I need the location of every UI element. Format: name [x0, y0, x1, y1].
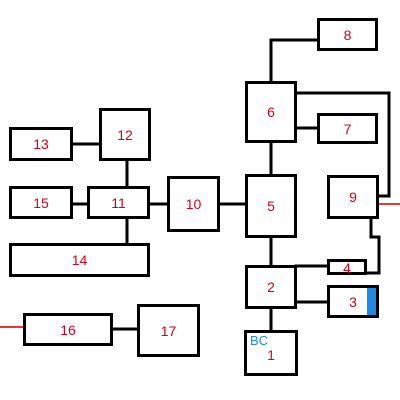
block-9-label: 9	[349, 189, 357, 205]
block-10-label: 10	[185, 196, 202, 212]
connector-6-9	[294, 91, 391, 198]
block-6-label: 6	[267, 104, 275, 120]
block-9: 9	[327, 175, 379, 219]
block-3-indicator	[367, 288, 376, 315]
block-5-label: 5	[267, 198, 275, 214]
block-15: 15	[9, 186, 73, 219]
block-6: 6	[245, 81, 297, 143]
block-7-label: 7	[343, 120, 352, 137]
block-1: BC 1	[244, 330, 298, 376]
block-5: 5	[245, 174, 297, 238]
block-2-label: 2	[267, 279, 275, 295]
block-16: 16	[23, 313, 113, 346]
block-7: 7	[317, 113, 378, 144]
block-8-label: 8	[343, 26, 352, 43]
block-15-label: 15	[33, 194, 49, 211]
block-1-tag: BC	[250, 333, 269, 348]
block-12: 12	[99, 108, 151, 161]
block-8: 8	[317, 18, 378, 51]
block-17: 17	[137, 304, 200, 357]
block-1-label: 1	[267, 347, 275, 363]
block-11-label: 11	[111, 194, 126, 211]
connector-4-9	[363, 216, 381, 275]
block-2: 2	[245, 265, 297, 309]
block-13: 13	[9, 127, 73, 161]
block-4-label: 4	[343, 260, 351, 276]
block-14-label: 14	[71, 252, 88, 268]
block-12-label: 12	[117, 126, 133, 143]
block-3-label: 3	[349, 293, 357, 310]
block-13-label: 13	[33, 136, 49, 152]
block-11: 11	[87, 186, 150, 219]
block-4: 4	[327, 259, 367, 276]
block-10: 10	[167, 176, 220, 232]
block-14: 14	[9, 243, 150, 277]
block-16-label: 16	[60, 321, 76, 338]
block-17-label: 17	[160, 322, 177, 339]
block-3: 3	[327, 285, 379, 318]
connector-6-8	[269, 38, 320, 84]
